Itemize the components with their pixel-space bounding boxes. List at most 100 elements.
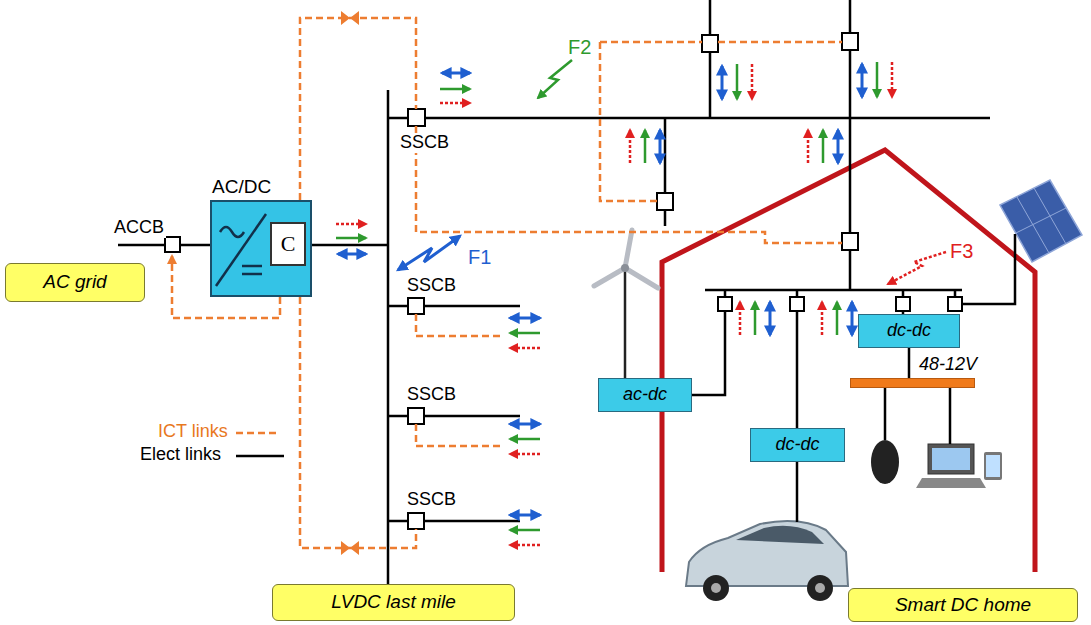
fault-symbol [398, 236, 460, 270]
flow-arrows [510, 515, 540, 545]
circuit-breaker [896, 297, 910, 311]
circuit-breaker [408, 298, 424, 314]
region-label-box: Smart DC home [848, 588, 1078, 622]
breaker-label: SSCB [405, 385, 458, 405]
fault-symbol [888, 252, 946, 284]
electric-car [807, 575, 833, 601]
fault-label: F2 [566, 36, 593, 58]
fault-symbol [538, 60, 572, 98]
controller-box: C [270, 222, 306, 266]
wind-turbine [594, 230, 658, 378]
ict-links [416, 314, 500, 336]
box-heading: 48-12V [919, 354, 977, 375]
box-heading: AC/DC [212, 176, 271, 198]
solar-panel [1000, 180, 1082, 262]
solar-panel [1000, 180, 1082, 262]
flow-arrows [722, 64, 752, 99]
flow-arrows [336, 224, 366, 254]
electrical-links [388, 117, 990, 120]
circuit-breaker [842, 33, 858, 50]
circuit-breaker [408, 109, 425, 126]
legend-sample [236, 455, 284, 458]
legend-text: ICT links [158, 422, 228, 442]
circuit-breaker [408, 408, 424, 424]
ict-link-joint [341, 11, 359, 555]
electrical-links [387, 90, 390, 590]
electric-car [711, 583, 721, 593]
converter-box: ac-dc [598, 378, 692, 412]
circuit-breaker [718, 297, 732, 311]
wind-turbine [625, 268, 658, 288]
legend-text: Elect links [140, 445, 221, 465]
breaker-label: SSCB [398, 133, 451, 153]
box-text: dc-dc [887, 321, 931, 341]
circuit-breaker [842, 233, 858, 250]
converter-box: AC/DCC [210, 200, 312, 297]
flow-arrows [336, 62, 892, 545]
ict-link-joint [341, 541, 359, 555]
electrical-links [796, 462, 799, 522]
fault-symbol [398, 60, 946, 284]
flow-arrows [822, 302, 852, 335]
electrical-links [885, 388, 950, 444]
electric-car [703, 575, 729, 601]
box-text: dc-dc [775, 435, 819, 455]
electrical-links [118, 0, 1015, 590]
flow-arrows [440, 73, 470, 103]
home-devices [984, 452, 1002, 480]
flow-arrows [808, 130, 838, 163]
home-devices [932, 448, 970, 470]
region-label-box: LVDC last mile [272, 584, 515, 621]
ict-links [172, 18, 842, 548]
breaker-label: SSCB [405, 276, 458, 296]
legend-sample [236, 433, 284, 456]
electrical-links [312, 244, 388, 247]
fault-label: F1 [466, 246, 493, 268]
flow-arrows [862, 62, 892, 97]
wind-turbine [624, 268, 627, 378]
wind-turbine [625, 230, 632, 268]
circuit-breaker [790, 297, 804, 311]
fault-label: F3 [948, 240, 975, 262]
converter-box: dc-dc [858, 314, 960, 348]
circuit-breaker [657, 193, 673, 210]
converter-symbol [242, 273, 262, 276]
ict-links [416, 126, 842, 243]
box-text: LVDC last mile [331, 592, 456, 613]
ict-links [600, 41, 842, 44]
electric-car [686, 521, 848, 601]
circuit-breaker [165, 237, 180, 252]
box-text: Smart DC home [895, 595, 1031, 616]
electrical-link [908, 348, 911, 378]
ict-links [416, 424, 500, 446]
home-devices [916, 478, 986, 488]
electrical-links [705, 289, 962, 292]
legend-sample [236, 432, 280, 435]
home-devices [986, 455, 1000, 477]
house-outline [662, 150, 1035, 572]
circuit-breaker [702, 35, 718, 52]
box-text: C [281, 232, 296, 256]
flow-arrows [440, 73, 470, 103]
ict-links [300, 264, 416, 548]
converter-symbol [242, 265, 262, 268]
electric-car [815, 583, 825, 593]
flow-arrows [630, 130, 660, 163]
breaker-label: ACCB [112, 218, 166, 238]
solar-panel [1034, 188, 1066, 244]
wind-turbine [621, 264, 629, 272]
electrical-links [849, 118, 852, 290]
box-text: ac-dc [623, 385, 667, 405]
wind-turbine [594, 268, 625, 286]
grid-box: AC grid [5, 263, 145, 302]
ict-links [600, 42, 657, 201]
flow-arrows [510, 424, 540, 454]
circuit-breaker [408, 513, 424, 529]
electric-car [736, 526, 824, 544]
voltage-bus-bar: 48-12V [850, 378, 975, 388]
circuit-breaker [948, 297, 962, 311]
home-devices [928, 444, 974, 474]
converter-symbol [214, 210, 268, 290]
